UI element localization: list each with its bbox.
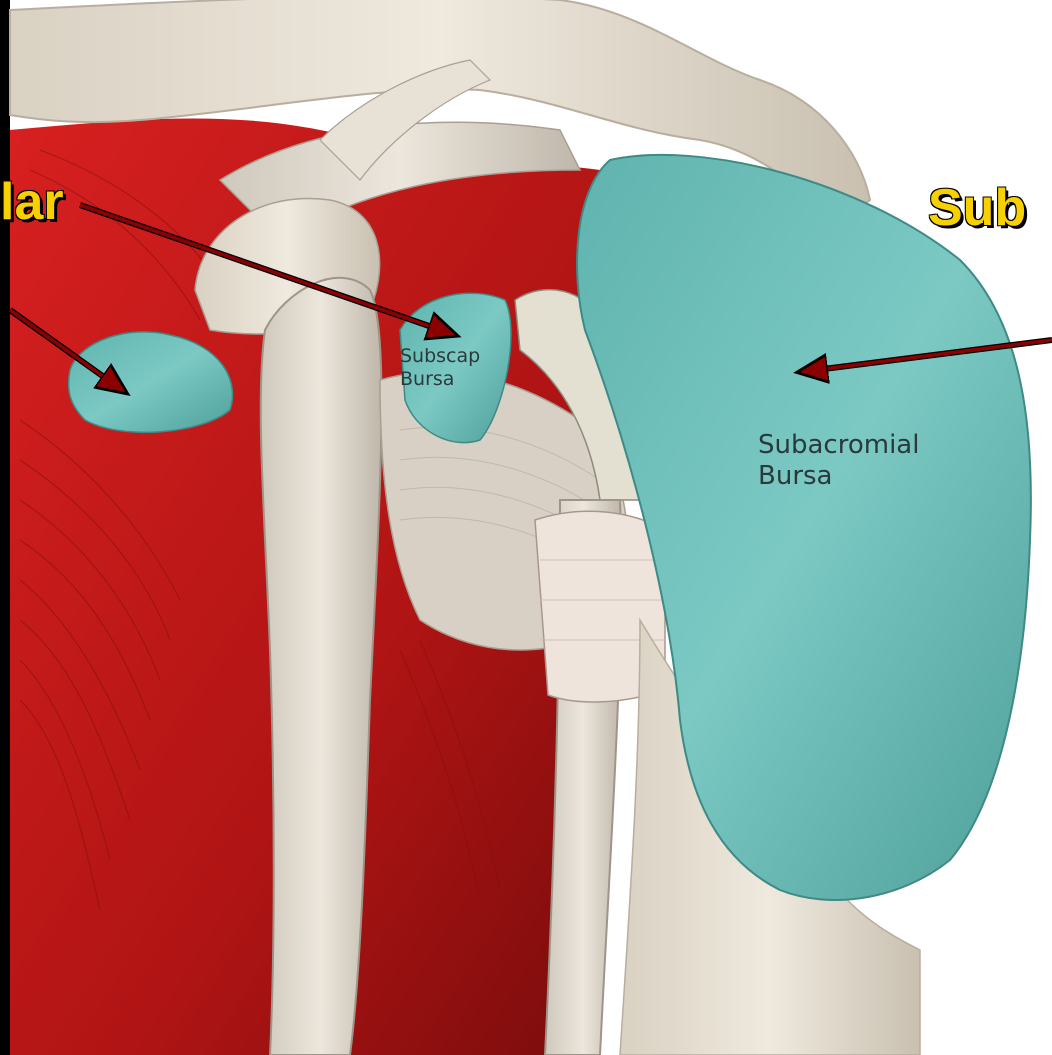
subscap-label-line1: Subscap xyxy=(400,345,480,368)
subscap-bursa-label: Subscap Bursa xyxy=(400,345,480,391)
subacromial-bursa-label: Subacromial Bursa xyxy=(758,430,919,492)
left-callout-text: lar xyxy=(0,176,64,228)
right-callout-text: Sub xyxy=(928,182,1026,234)
subacromial-label-line1: Subacromial xyxy=(758,430,919,461)
subscap-label-line2: Bursa xyxy=(400,368,480,391)
subacromial-label-line2: Bursa xyxy=(758,461,919,492)
